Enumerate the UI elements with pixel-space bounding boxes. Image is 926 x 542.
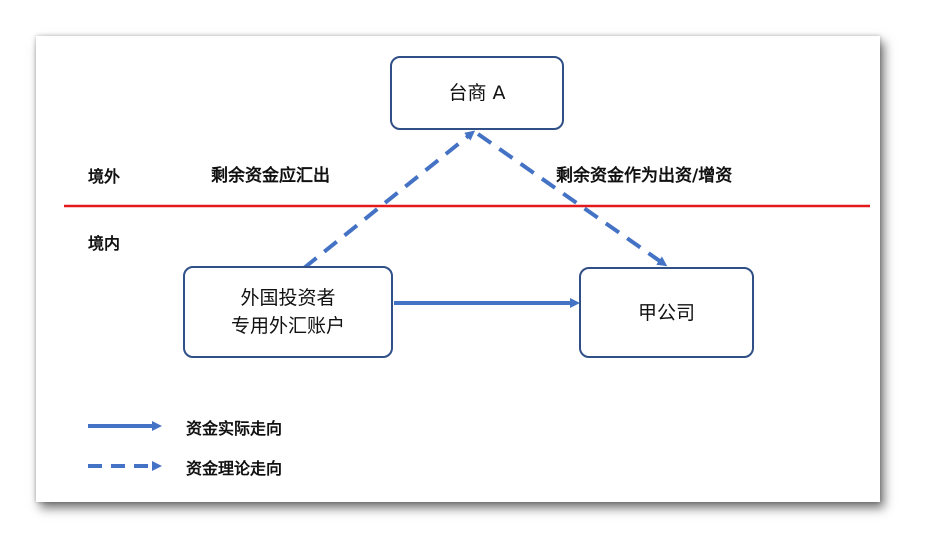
- region-outside-label: 境外: [88, 167, 121, 186]
- node-company-label: 甲公司: [637, 301, 695, 324]
- theory-arrow-to-company: [476, 132, 668, 267]
- theory-arrow-to-taishang: [302, 130, 476, 270]
- node-taishang-label: 台商 A: [448, 82, 506, 104]
- legend-actual-label: 资金实际走向: [186, 419, 283, 438]
- flow-label-right: 剩余资金作为出资/增资: [556, 166, 733, 186]
- region-inside-label: 境内: [88, 234, 121, 253]
- connector-layer: [64, 130, 870, 471]
- node-account: 外国投资者 专用外汇账户: [183, 266, 393, 358]
- node-account-line-1: 外国投资者: [240, 287, 336, 309]
- diagram-canvas: 台商 A 外国投资者 专用外汇账户 甲公司 境外 境内 剩余资金应汇出 剩余资金…: [36, 36, 880, 502]
- flow-label-left: 剩余资金应汇出: [211, 166, 330, 186]
- node-account-line-2: 专用外汇账户: [230, 315, 345, 337]
- legend-theory-label: 资金理论走向: [186, 459, 283, 478]
- node-taishang: 台商 A: [390, 56, 564, 130]
- node-company: 甲公司: [579, 267, 754, 358]
